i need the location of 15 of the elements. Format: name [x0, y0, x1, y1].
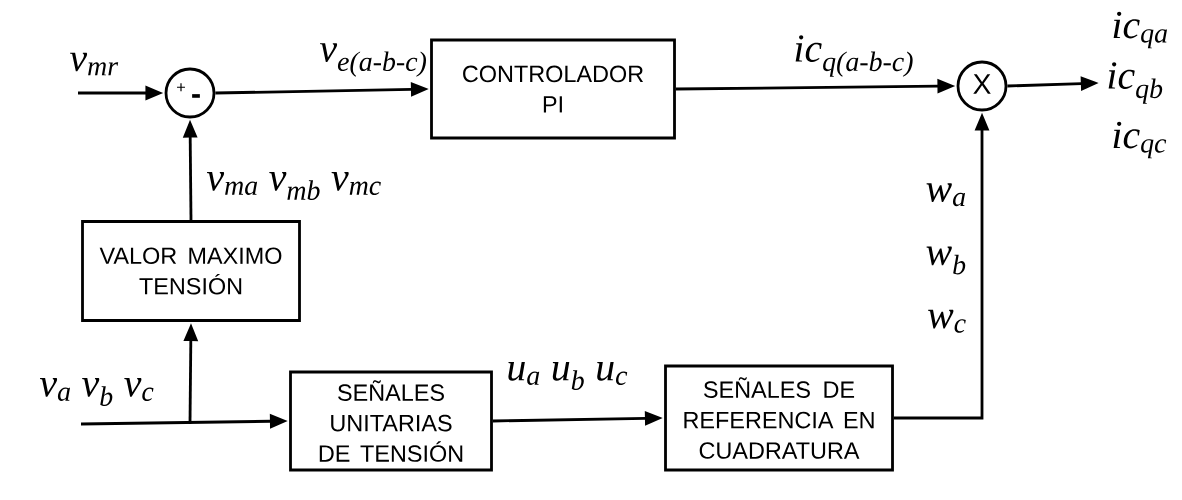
- edge-label: w$_{a}$ w$_{b}$ w$_{c}$: [926, 183, 966, 333]
- summing-junction: + -: [164, 67, 216, 119]
- signal-label: ic$_{qc}$: [1113, 121, 1167, 159]
- signal-label: ic$_{qb}$: [1108, 62, 1163, 104]
- edge-label: u$_{a}$ u$_{b}$ u$_{c}$: [508, 362, 628, 390]
- edge-label: v$_{e(a-b-c)}$: [319, 43, 427, 77]
- edge-label: v$_{ma}$ v$_{mb}$ v$_{mc}$: [206, 172, 381, 200]
- process-box: SEÑALES DE REFERENCIA EN CUADRATURA: [664, 364, 894, 472]
- edge-label: v$_{a}$ v$_{b}$ v$_{c}$: [39, 378, 154, 406]
- edge-label: v$_{mr}$: [69, 52, 119, 76]
- signal-label: ic$_{qa}$: [1113, 11, 1167, 49]
- process-box: CONTROLADOR PI: [430, 38, 676, 140]
- process-box: VALOR MAXIMO TENSIÓN: [81, 220, 301, 322]
- edge-label: ic$_{q(a-b-c)}$: [795, 35, 913, 77]
- process-box: SEÑALES UNITARIAS DE TENSIÓN: [289, 370, 493, 472]
